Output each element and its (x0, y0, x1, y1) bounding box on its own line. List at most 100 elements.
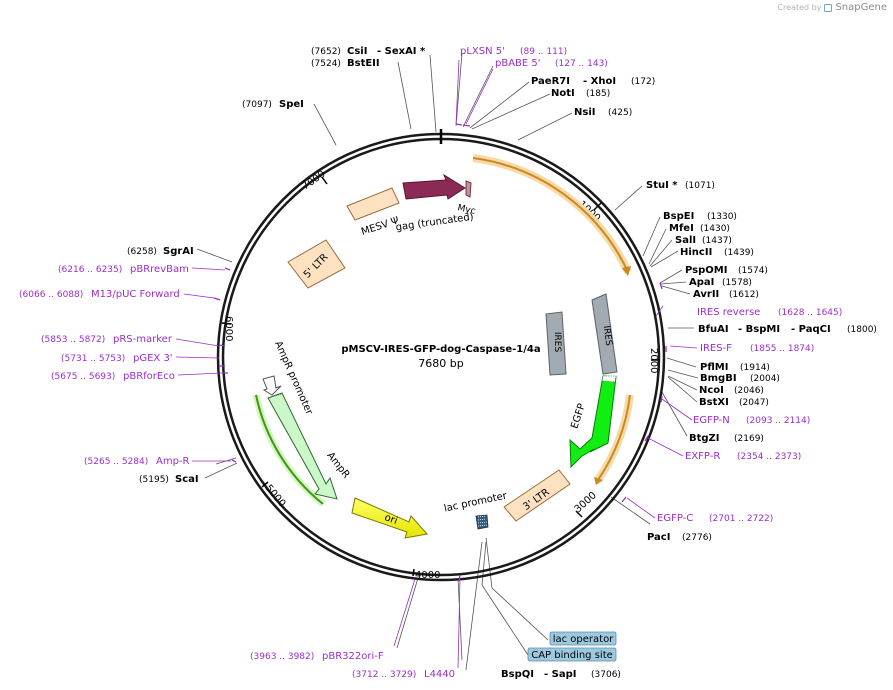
site-extra: - SexAI * (377, 46, 426, 57)
primer-range: (89 .. 111) (520, 47, 567, 57)
site-pos: (172) (631, 77, 655, 87)
primer-name: pBR322ori-F (322, 651, 384, 662)
feature-myc-label: Myc (457, 203, 477, 217)
primer-name: pLXSN 5' (460, 46, 505, 57)
site-pos: (3706) (591, 670, 621, 680)
tick-label: 6000 (223, 316, 234, 341)
primer-name: L4440 (424, 669, 455, 680)
primer-range: (2354 .. 2373) (737, 452, 801, 462)
primer-name: IRES-F (700, 343, 732, 354)
site-name: SgrAI (163, 246, 194, 257)
feature-lac-promoter[interactable] (475, 514, 489, 530)
site-name: StuI * (646, 180, 678, 191)
site-pos: (185) (586, 89, 610, 99)
site-pos: (2047) (739, 398, 769, 408)
feature-gag[interactable] (402, 173, 466, 200)
site-pos: (1578) (722, 278, 752, 288)
site-extra: - BspMI (738, 324, 780, 335)
feature-egfp-label: EGFP (569, 402, 587, 430)
feature-egfp[interactable] (569, 375, 617, 469)
feature-arc-green-left-line (255, 394, 324, 505)
primer-range: (5853 .. 5872) (41, 335, 105, 345)
feature-ori[interactable] (351, 497, 428, 539)
primer-name: pRS-marker (113, 334, 173, 345)
plasmid-name: pMSCV-IRES-GFP-dog-Caspase-1/4a (341, 344, 541, 355)
primer-name: EGFP-N (693, 415, 730, 426)
primer-range: (5731 .. 5753) (61, 354, 125, 364)
site-name: SalI (675, 235, 696, 246)
primer-name: pGEX 3' (133, 353, 173, 364)
site-pos: (6258) (127, 247, 157, 257)
site-pos: (2004) (750, 374, 780, 384)
snapgene-brand: SnapGene (835, 2, 887, 13)
feature-mesv-psi[interactable] (346, 187, 400, 221)
site-name: NotI (551, 88, 575, 99)
primer-name: pBRrevBam (130, 264, 189, 275)
site-name: PacI (647, 532, 670, 543)
site-name: SpeI (279, 99, 304, 110)
site-name: BspQI (501, 669, 534, 680)
primer-name: EGFP-C (657, 513, 693, 524)
site-labels: (7652) CsiI - SexAI * (7524) BstEII (709… (19, 46, 877, 680)
site-pos: (1800) (847, 325, 877, 335)
site-pos: (425) (608, 108, 632, 118)
site-name: AvrII (693, 289, 719, 300)
feature-ires-inner[interactable] (545, 311, 567, 376)
feature-ori-label: ori (383, 512, 399, 527)
site-name: NsiI (574, 107, 595, 118)
primer-ticks (213, 123, 667, 582)
primer-range: (2701 .. 2722) (709, 514, 773, 524)
scale-ticks (221, 176, 660, 577)
site-name: NcoI (699, 385, 724, 396)
feature-ires-inner-label: IRES (552, 332, 562, 353)
feature-ires-outer[interactable] (591, 293, 618, 375)
lac-operator-box[interactable] (549, 631, 617, 646)
site-name: ApaI (689, 277, 714, 288)
feature-3ltr[interactable] (503, 469, 571, 522)
primer-range: (2093 .. 2114) (746, 416, 810, 426)
feature-lac-promoter-label: lac promoter (443, 490, 509, 514)
feature-ires-outer-label: IRES (601, 325, 614, 347)
site-pos: (1612) (729, 290, 759, 300)
snapgene-credit: Created by SnapGene (777, 2, 887, 13)
lac-operator-label: lac operator (553, 634, 614, 645)
created-by-text: Created by (777, 3, 822, 12)
primer-name: IRES reverse (697, 307, 760, 318)
site-pos: (2046) (734, 386, 764, 396)
feature-ampr-promoter[interactable] (262, 375, 282, 396)
site-pos: (7652) (311, 47, 341, 57)
site-name: PspOMI (685, 265, 727, 276)
primer-name: EXFP-R (685, 451, 720, 462)
site-name: BstXI (699, 397, 729, 408)
primer-range: (5265 .. 5284) (84, 457, 148, 467)
site-pos: (1330) (707, 212, 737, 222)
primer-leader-lines (175, 59, 698, 669)
site-pos: (1439) (724, 248, 754, 258)
site-extra: - SapI (544, 669, 576, 680)
primer-name: pBRforEco (123, 371, 175, 382)
site-extra: - PaqCI (791, 324, 831, 335)
feature-5ltr[interactable] (287, 239, 346, 289)
site-name: BmgBI (700, 373, 737, 384)
leader-lines (196, 52, 699, 671)
feature-myc[interactable] (465, 180, 472, 198)
site-name: ScaI (175, 474, 199, 485)
site-name: BstEII (347, 58, 380, 69)
site-name: MfeI (669, 223, 694, 234)
snapgene-logo-icon (824, 3, 833, 12)
site-pos: (7524) (311, 59, 341, 69)
site-pos: (2776) (682, 533, 712, 543)
primer-range: (3712 .. 3729) (352, 670, 416, 680)
site-pos: (1071) (685, 181, 715, 191)
cap-binding-site-box[interactable] (527, 647, 617, 662)
site-extra: - XhoI (583, 76, 616, 87)
site-pos: (2169) (734, 434, 764, 444)
primer-range: (6216 .. 6235) (58, 265, 122, 275)
primer-name: M13/pUC Forward (91, 289, 180, 300)
feature-ampr[interactable] (267, 392, 338, 500)
site-name: BtgZI (689, 433, 720, 444)
site-name: HincII (680, 247, 712, 258)
feature-mesv-psi-label: MESV Ψ (360, 215, 401, 238)
plasmid-size: 7680 bp (418, 357, 464, 370)
